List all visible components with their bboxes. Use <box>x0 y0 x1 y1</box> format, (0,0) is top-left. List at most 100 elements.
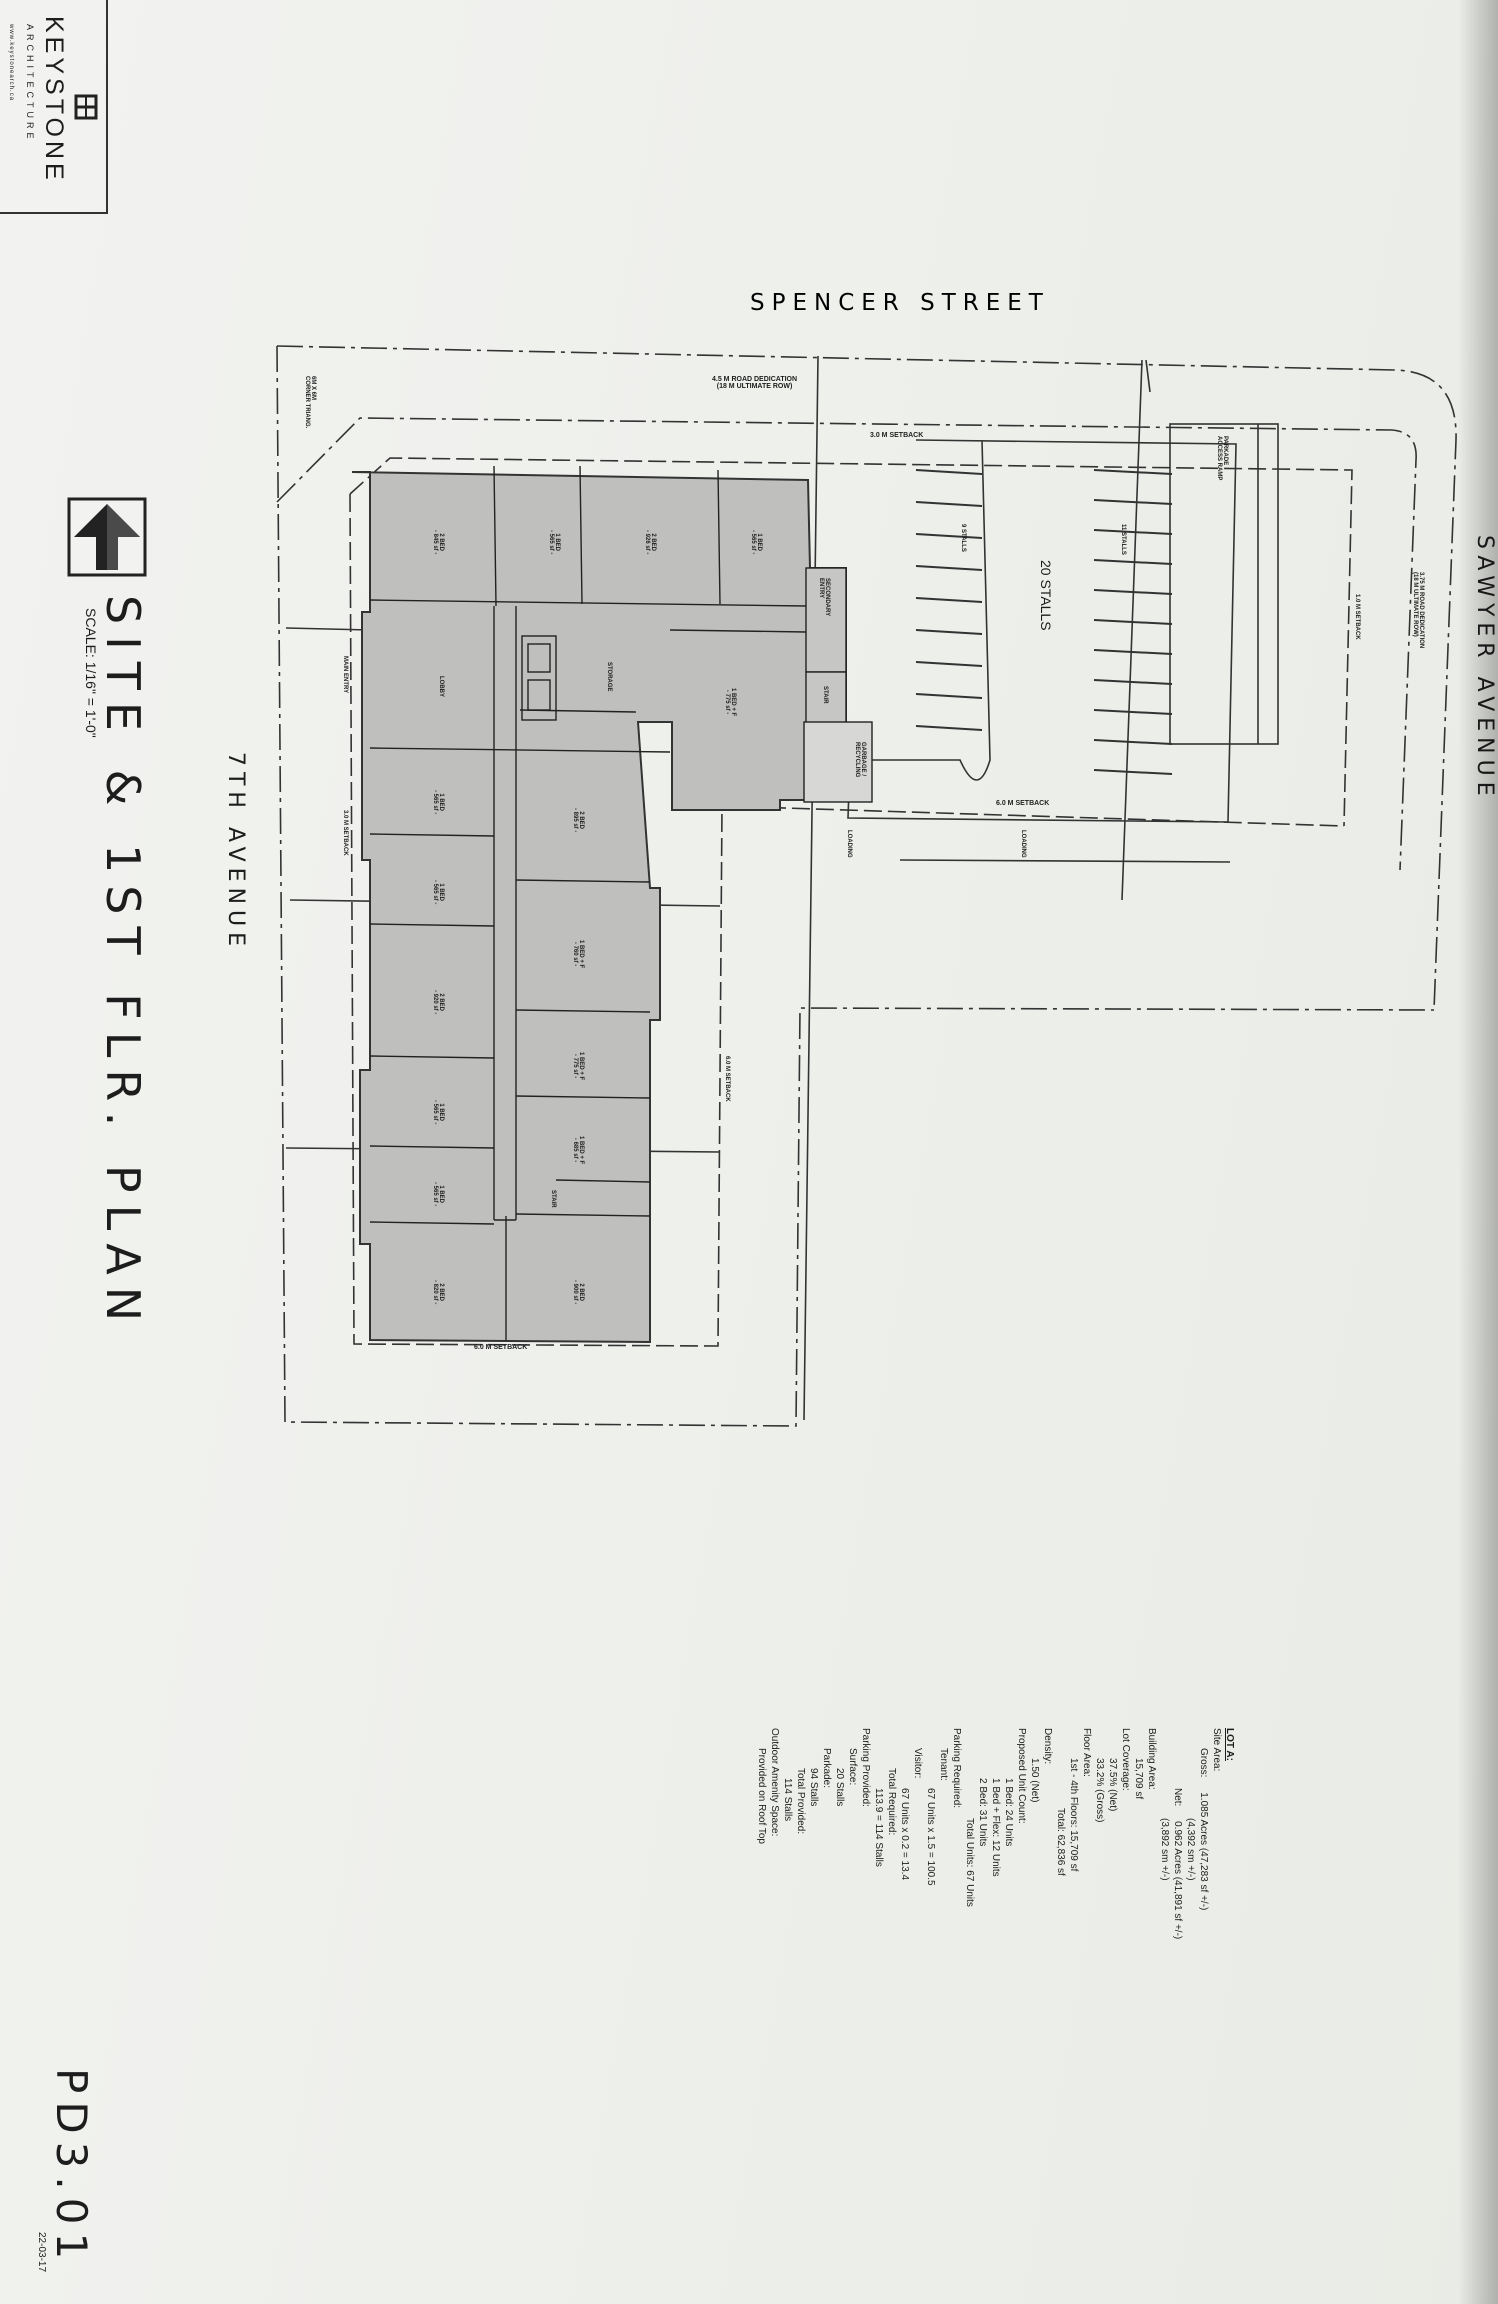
stats-surface-value: 20 Stalls <box>834 1768 845 1807</box>
unit-area: - 775 sf - <box>724 689 730 715</box>
label-loading-1: LOADING <box>846 830 852 858</box>
label-setback-spencer: 3.0 M SETBACK <box>870 432 924 439</box>
spencer-dedication-line2: (18 M ULTIMATE ROW) <box>716 383 793 390</box>
unit-label: 1 BED + F- 775 sf - <box>572 1052 584 1080</box>
unit-area: - 926 sf - <box>644 530 650 555</box>
unit-type: 1 BED <box>438 1185 444 1203</box>
parking-stall-line <box>1093 769 1173 775</box>
unit-area: - 845 sf - <box>432 530 438 555</box>
north-arrow-icon <box>67 497 147 577</box>
unit-type: 1 BED <box>554 533 560 551</box>
unit-area: - 760 sf - <box>572 941 578 967</box>
label-garbage: GARBAGE / RECYCLING <box>854 742 866 778</box>
unit-area: - 900 sf - <box>572 1280 578 1305</box>
stats-tenant: Tenant: <box>938 1748 949 1781</box>
parking-stall-line <box>1093 499 1173 505</box>
unit-type: 1 BED <box>438 793 444 811</box>
label-secondary-entry: SECONDARY ENTRY <box>818 578 830 617</box>
label-setback-south: 6.0 M SETBACK <box>474 1344 528 1351</box>
unit-area: - 565 sf - <box>432 1182 438 1207</box>
unit-area: - 895 sf - <box>572 808 578 833</box>
spencer-dedication-line1: 4.5 M ROAD DEDICATION <box>712 376 798 383</box>
project-statistics: LOT A: Site Area: Gross: 1.085 Acres (47… <box>755 1728 1236 1939</box>
unit-area: - 820 sf - <box>432 1280 438 1305</box>
stats-total-required: Total Required: <box>886 1768 897 1836</box>
label-lobby: LOBBY <box>438 676 444 697</box>
stats-unit-2bed: 2 Bed: 31 Units <box>977 1778 988 1847</box>
stats-tenant-value: 67 Units x 1.5 = 100.5 <box>925 1788 936 1886</box>
label-setback-sawyer: 1.0 M SETBACK <box>1354 594 1360 640</box>
unit-area: - 565 sf - <box>432 880 438 905</box>
stats-density: Density: <box>1042 1728 1053 1765</box>
stats-lot-coverage-gross: 33.2% (Gross) <box>1094 1758 1105 1823</box>
label-parkade-ramp: PARKADE ACCESS RAMP <box>1216 436 1228 480</box>
unit-label: 2 BED- 845 sf - <box>432 530 444 554</box>
stats-unit-1bed: 1 Bed: 24 Units <box>1003 1778 1014 1847</box>
unit-label: 1 BED- 565 sf - <box>750 530 762 554</box>
unit-type: 1 BED + F <box>578 1136 584 1165</box>
parking-stall-line <box>1093 559 1173 565</box>
parking-stall-line <box>915 629 983 635</box>
parking-stall-line <box>915 725 983 731</box>
stats-visitor: Visitor: <box>912 1748 923 1779</box>
stats-total-provided-value: 114 Stalls <box>782 1778 793 1822</box>
unit-type: 1 BED + F <box>730 688 736 717</box>
label-setback-lane: 6.0 M SETBACK <box>996 800 1050 807</box>
parking-stall-line <box>915 469 983 475</box>
unit-label: 1 BED + F- 760 sf - <box>572 940 584 968</box>
label-stair-north: STAIR <box>822 686 828 704</box>
stats-gross-sm: (4,392 sm +/-) <box>1185 1818 1196 1881</box>
stats-unit-count: Proposed Unit Count: <box>1016 1728 1027 1824</box>
parking-stall-line <box>1093 709 1173 715</box>
parking-stall-line <box>915 533 983 539</box>
unit-label: 1 BED- 565 sf - <box>432 1182 444 1206</box>
label-stair-south: STAIR <box>550 1190 556 1208</box>
stats-floor-area-floors: 1st - 4th Floors: 15,709 sf <box>1068 1758 1079 1872</box>
unit-area: - 565 sf - <box>432 790 438 815</box>
label-corner-cut: 6M X 6M CORNER TRIANG. <box>304 376 316 428</box>
unit-label: 1 BED + F- 775 sf - <box>724 688 736 716</box>
unit-label: 1 BED- 565 sf - <box>548 530 560 554</box>
stats-amenity: Outdoor Amenity Space: <box>769 1728 780 1837</box>
stats-gross: Gross: <box>1198 1748 1209 1778</box>
stats-surface: Surface: <box>847 1748 858 1786</box>
stats-parking-required: Parking Required: <box>951 1728 962 1809</box>
stats-visitor-value: 67 Units x 0.2 = 13.4 <box>899 1788 910 1881</box>
unit-area: - 565 sf - <box>432 1100 438 1125</box>
parkade-ramp-line2: ACCESS RAMP <box>1216 436 1222 481</box>
label-spencer-dedication: 4.5 M ROAD DEDICATION (18 M ULTIMATE ROW… <box>712 376 797 390</box>
stats-heading: LOT A: <box>1224 1728 1235 1761</box>
label-stalls-row-b: 11 STALLS <box>1120 524 1126 555</box>
unit-area: - 685 sf - <box>572 1137 578 1163</box>
unit-area: - 565 sf - <box>750 530 756 555</box>
parking-stall-line <box>915 501 983 507</box>
unit-label: 2 BED- 900 sf - <box>572 1280 584 1304</box>
unit-area: - 920 sf - <box>432 990 438 1015</box>
unit-label: 1 BED + F- 685 sf - <box>572 1136 584 1164</box>
unit-area: - 775 sf - <box>572 1053 578 1079</box>
stats-unit-total: Total Units: 67 Units <box>964 1818 975 1907</box>
unit-type: 1 BED <box>756 533 762 551</box>
unit-type: 1 BED + F <box>578 1052 584 1081</box>
stats-building-area: Building Area: <box>1146 1728 1157 1790</box>
stats-net-sm: (3,892 sm +/-) <box>1159 1818 1170 1881</box>
label-setback-interior: 6.0 M SETBACK <box>724 1056 730 1102</box>
parking-stall-line <box>1093 529 1173 535</box>
sawyer-dedication-line1: 3.75 M ROAD DEDICATION <box>1418 572 1424 649</box>
label-main-entry: MAIN ENTRY <box>342 656 348 694</box>
stats-building-area-value: 15,709 sf <box>1133 1758 1144 1800</box>
unit-type: 2 BED <box>438 993 444 1011</box>
parking-stall-line <box>915 693 983 699</box>
stats-parkade-value: 94 Stalls <box>808 1768 819 1807</box>
stats-parking-provided: Parking Provided: <box>860 1728 871 1807</box>
corner-cut-line1: 6M X 6M <box>310 376 316 401</box>
unit-label: 2 BED- 926 sf - <box>644 530 656 554</box>
label-stalls-row-a: 9 STALLS <box>960 524 966 552</box>
label-sawyer-dedication: 3.75 M ROAD DEDICATION (18 M ULTIMATE RO… <box>1412 572 1424 648</box>
stats-total-required-value: 113.9 = 114 Stalls <box>873 1788 884 1867</box>
label-storage: STORAGE <box>606 662 612 692</box>
unit-type: 2 BED <box>438 533 444 551</box>
parking-stall-line <box>1093 739 1173 745</box>
